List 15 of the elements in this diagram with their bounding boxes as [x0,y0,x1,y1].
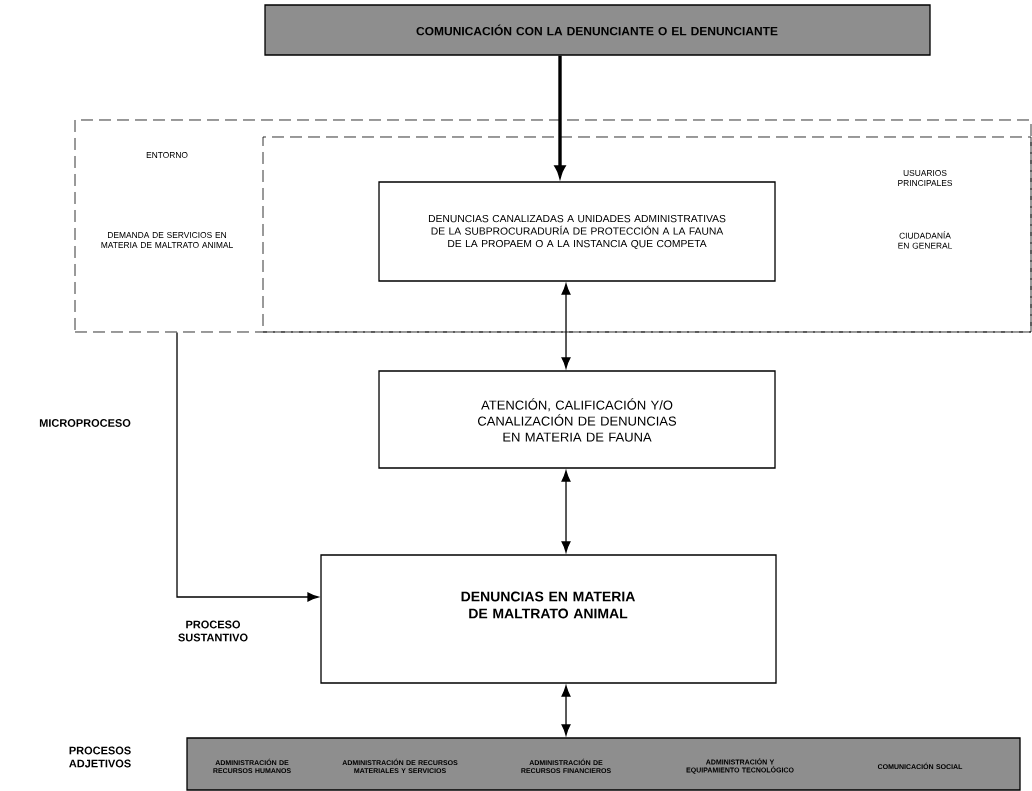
box-text: ATENCIÓN, CALIFICACIÓN Y/O CANALIZACIÓN DE DENUNCIAS EN MATERIA DE FAUNA [478,398,677,442]
region-text: CIUDADANÍA EN GENERAL [898,231,953,249]
box-text: DENUNCIAS EN MATERIA DE MALTRATO ANIMAL [461,591,635,619]
side-label: PROCESO SUSTANTIVO [178,620,248,642]
arrow [176,331,319,602]
side-label: PROCESOS ADJETIVOS [69,746,131,768]
region-label: USUARIOS PRINCIPALES [898,170,953,186]
title-text: COMUNICACIÓN CON LA DENUNCIANTE O EL DENUNCIANTE [416,24,778,36]
side-label: MICROPROCESO [39,419,131,427]
arrow [561,685,571,736]
box-text: DENUNCIAS CANALIZADAS A UNIDADES ADMINISTRATIVAS DE LA SUBPROCURADURÍA DE PROTECCIÓN A LA FAUNA DE LA PROPAEM O A LA INSTANCIA QUE COMPETA [428,214,726,250]
region-label: ENTORNO [146,152,188,158]
region-text: DEMANDA DE SERVICIOS EN MATERIA DE MALTRATO ANIMAL [101,232,233,248]
arrow [561,470,571,553]
arrow [561,283,571,369]
